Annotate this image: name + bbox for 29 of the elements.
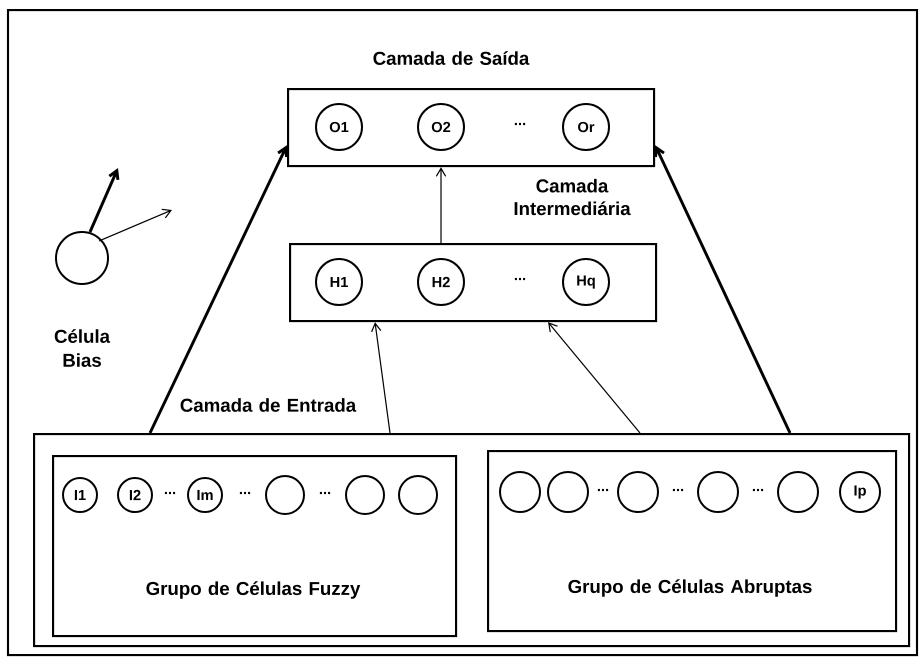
- ellipsis: ...: [672, 488, 684, 492]
- layer-title: Grupo de Células Fuzzy: [146, 581, 360, 599]
- layer-title: Camada de Saída: [373, 51, 530, 65]
- layer-title: Grupo de Células Abruptas: [568, 579, 812, 597]
- ellipsis: ...: [320, 492, 330, 494]
- ellipsis: ...: [164, 492, 176, 494]
- neuron-circle: [697, 471, 739, 513]
- arrow: [654, 145, 792, 434]
- ellipsis: ...: [240, 492, 250, 494]
- layer-title: Camada Intermediária: [514, 178, 631, 216]
- arrow: [548, 322, 640, 434]
- arrow: [98, 208, 172, 242]
- neuron-circle: [777, 471, 819, 513]
- layer-title: Camada de Entrada: [180, 398, 356, 412]
- arrow: [148, 145, 288, 434]
- ellipsis: ...: [514, 278, 526, 280]
- ellipsis: ...: [752, 488, 764, 492]
- ellipsis: ...: [514, 122, 526, 126]
- arrow: [88, 168, 120, 233]
- neuron-circle: [547, 471, 589, 513]
- neuron-circle: [617, 471, 659, 513]
- arrow: [371, 322, 391, 434]
- neuron-circle: [398, 475, 438, 515]
- neuron-circle: [265, 475, 305, 515]
- neuron-circle: [345, 475, 385, 515]
- cell-caption: Célula Bias: [54, 329, 110, 367]
- arrow: [436, 167, 446, 243]
- ellipsis: ...: [598, 488, 608, 492]
- neuron-circle: [499, 471, 541, 513]
